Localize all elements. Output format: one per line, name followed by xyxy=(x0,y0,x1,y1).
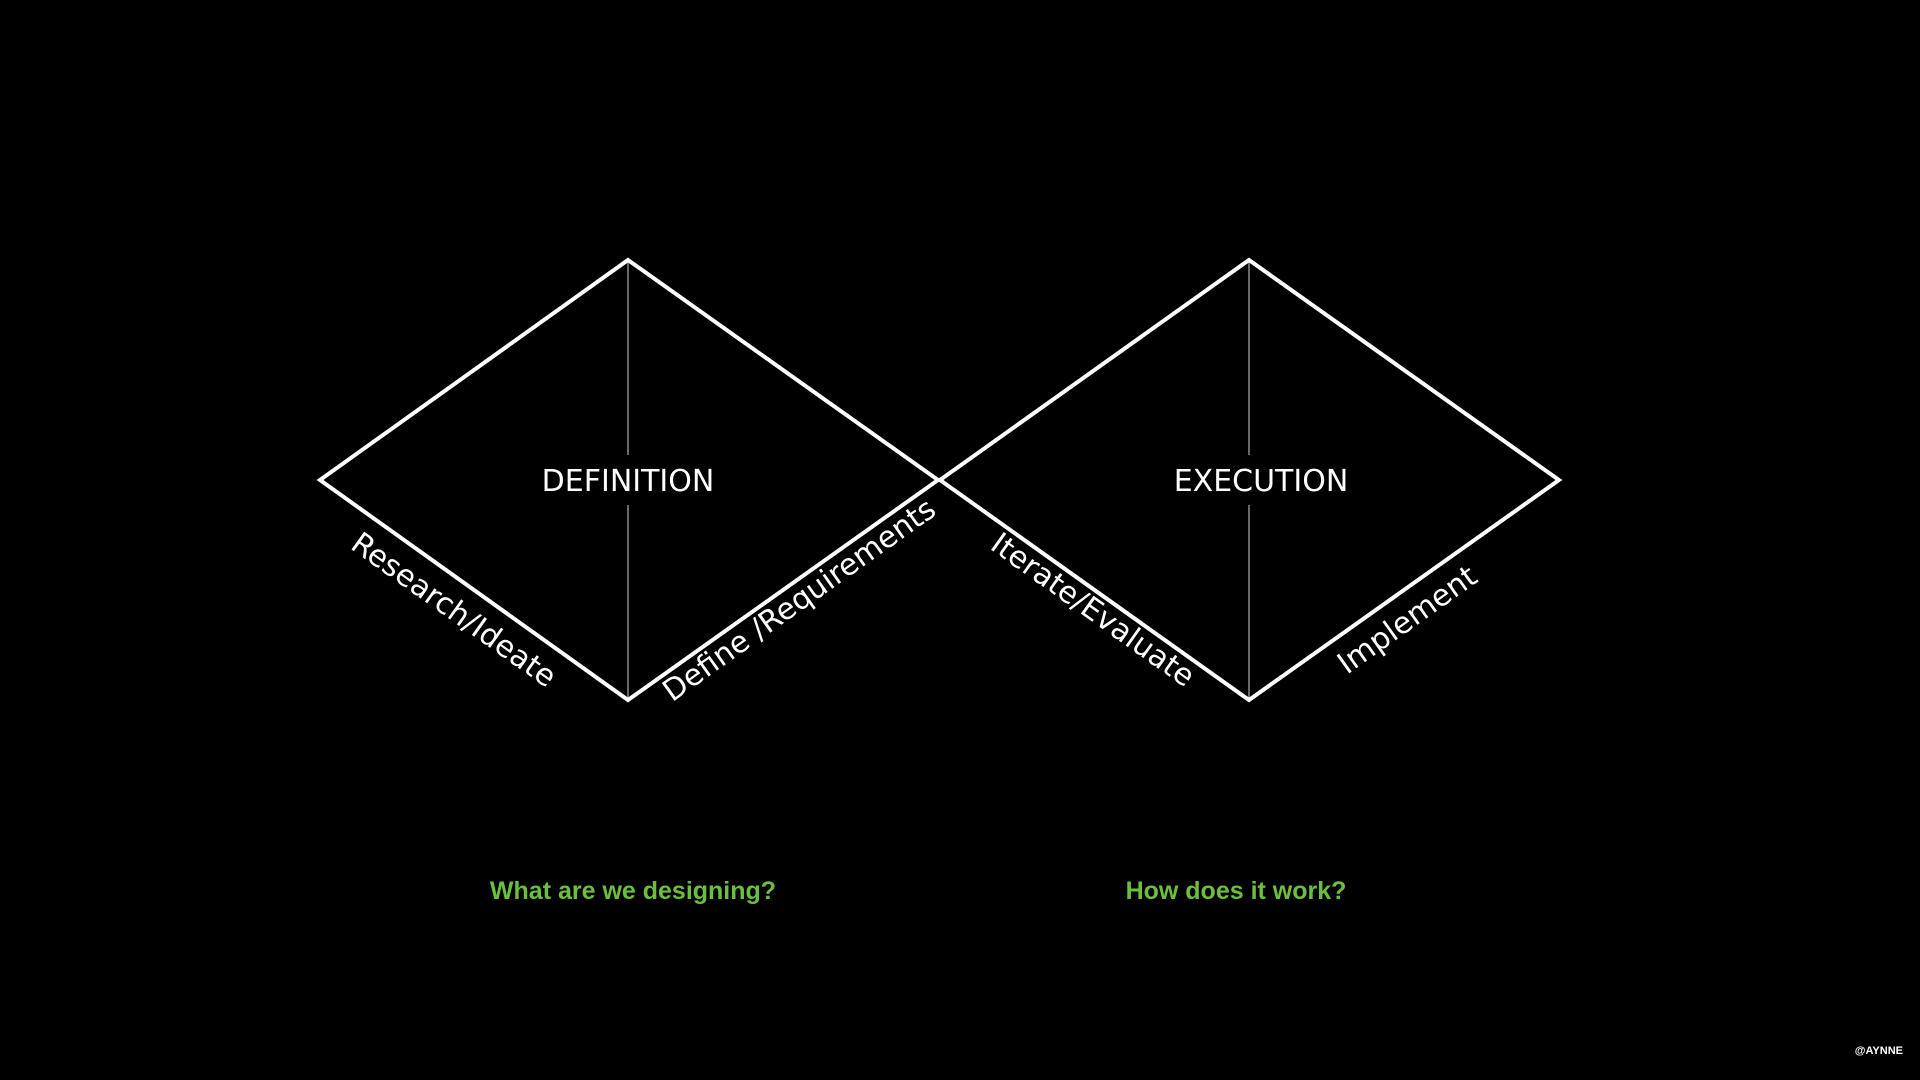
definition-diamond xyxy=(316,257,942,703)
implement-label: Implement xyxy=(1331,559,1484,682)
iterate-evaluate-label: Iterate/Evaluate xyxy=(984,526,1201,694)
definition-title: DEFINITION xyxy=(542,464,715,499)
define-requirements-label: Define /Requirements xyxy=(656,492,942,709)
execution-diamond xyxy=(936,257,1563,703)
execution-phase: EXECUTION Iterate/Evaluate Implement xyxy=(936,257,1563,703)
research-ideate-label: Research/Ideate xyxy=(344,526,562,695)
execution-question: How does it work? xyxy=(1126,877,1347,905)
definition-question: What are we designing? xyxy=(490,877,776,905)
execution-title: EXECUTION xyxy=(1174,464,1349,499)
definition-phase: DEFINITION Research/Ideate Define /Requi… xyxy=(316,257,943,709)
credit-handle: @AYNNE xyxy=(1855,1045,1903,1057)
